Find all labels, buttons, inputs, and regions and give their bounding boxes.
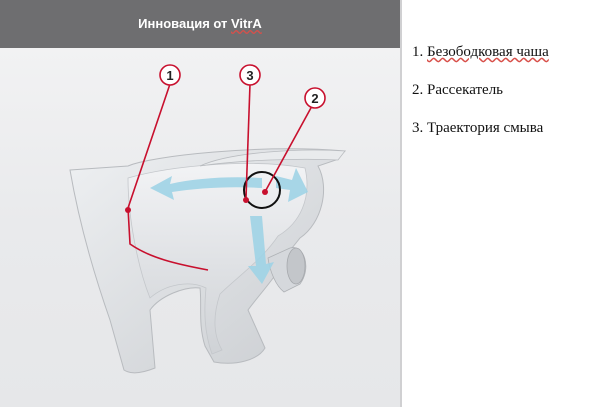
- callout-badge-2: 2: [304, 87, 326, 109]
- title-brand: VitrA: [231, 16, 262, 31]
- flow-arrow-right: [276, 168, 308, 202]
- callout-dot-3: [243, 197, 249, 203]
- bowl-inner-cavity: [127, 163, 308, 355]
- title-prefix: Инновация от: [138, 16, 231, 31]
- legend-num-1: 1.: [412, 44, 424, 60]
- title-bar: [0, 0, 400, 48]
- legend-num-2: 2.: [412, 82, 424, 98]
- callout-dot-1: [125, 207, 131, 213]
- splitter-highlight: [243, 171, 281, 209]
- rim-top: [199, 149, 346, 167]
- legend-item-1: 1. Безободковая чаша: [412, 44, 598, 61]
- callout-label-3: 3: [246, 68, 253, 83]
- flow-arrow-left: [150, 176, 262, 200]
- page-title: Инновация от VitrA: [0, 0, 400, 48]
- legend-item-3: 3. Траектория смыва: [412, 120, 598, 137]
- toilet-cutaway-diagram: 1 3 2: [69, 64, 347, 374]
- legend-label-2: Рассекатель: [427, 82, 504, 98]
- legend-label-1: Безободковая чаша: [427, 44, 549, 60]
- callout-line-1: [127, 83, 209, 271]
- legend-num-3: 3.: [412, 120, 424, 136]
- callout-line-2: [265, 105, 313, 191]
- callout-label-1: 1: [166, 68, 173, 83]
- legend-item-2: 2. Рассекатель: [412, 82, 598, 99]
- callout-badge-1: 1: [159, 64, 181, 86]
- callout-badge-3: 3: [239, 64, 261, 86]
- callout-line-3: [245, 83, 251, 199]
- panel-divider: [400, 0, 402, 407]
- callout-label-2: 2: [311, 91, 318, 106]
- outlet-pipe-opening: [286, 247, 306, 285]
- diagram-panel: Инновация от VitrA: [0, 0, 400, 407]
- flow-arrow-down: [248, 216, 274, 284]
- legend-list: 1. Безободковая чаша 2. Рассекатель 3. Т…: [412, 44, 598, 158]
- callout-dot-2: [262, 189, 268, 195]
- legend-label-3: Траектория смыва: [427, 120, 544, 136]
